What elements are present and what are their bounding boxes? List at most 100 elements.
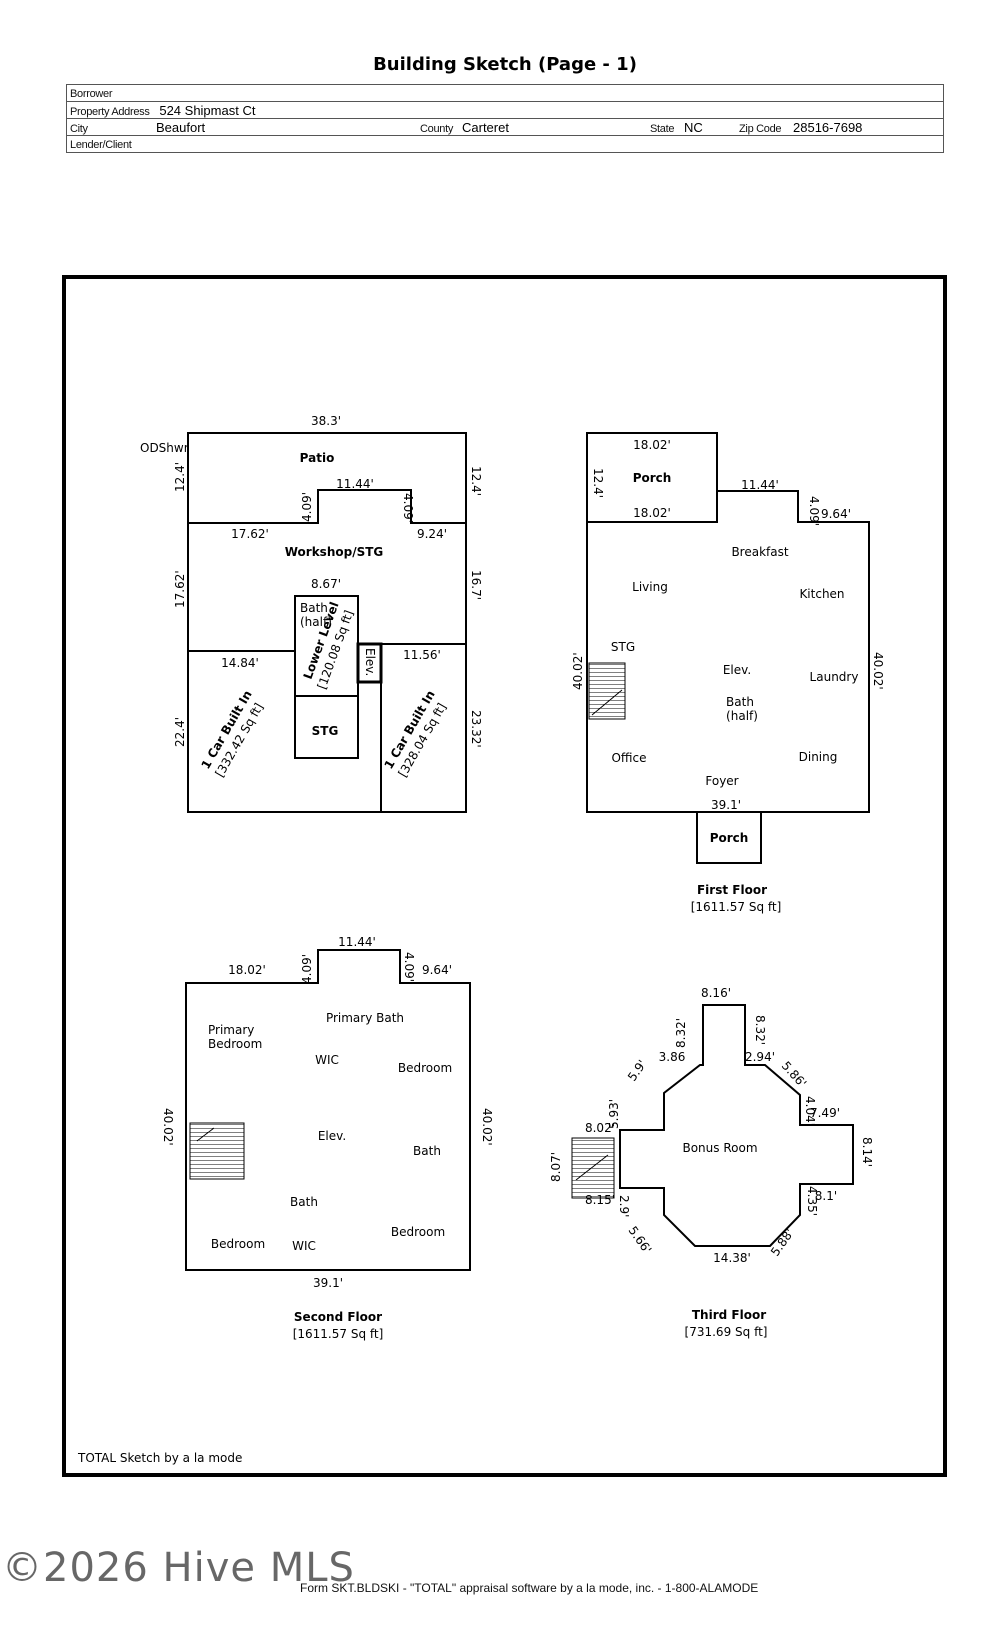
address-row: Property Address 524 Shipmast Ct	[66, 101, 944, 119]
dim-lower-patio-right: 12.4'	[469, 466, 483, 496]
dim-lower-patio-left: 12.4'	[173, 462, 187, 492]
workshop-label: Workshop/STG	[285, 545, 384, 559]
dim-first-bump-right: 4.09'	[807, 496, 821, 526]
dim-first-porch-top: 18.02'	[633, 438, 671, 452]
lender-row: Lender/Client	[66, 135, 944, 153]
primary-bedroom-label-1: Primary	[208, 1023, 254, 1037]
first-floor-area: [1611.57 Sq ft]	[691, 900, 782, 914]
dim-third-left-short-b: 2.9'	[617, 1195, 631, 1217]
third-stairs	[571, 1137, 615, 1199]
dim-lower-workshop-right: 16.7'	[469, 570, 483, 600]
second-floor-title: Second Floor	[294, 1310, 382, 1324]
dim-third-right-side: 8.14'	[860, 1137, 874, 1167]
first-bath-label-1: Bath	[726, 695, 754, 709]
dim-lower-left-seg: 17.62'	[231, 527, 269, 541]
odshwr-label: ODShwr	[140, 441, 189, 455]
bonus-room-label: Bonus Room	[682, 1141, 757, 1155]
sketch-frame	[62, 275, 947, 1477]
lower-level-plan	[187, 432, 467, 813]
city-value: Beaufort	[156, 119, 206, 135]
sketch-credit: TOTAL Sketch by a la mode	[77, 1451, 242, 1465]
first-stairs-arrow	[591, 689, 623, 716]
dim-first-porch-bottom: 18.02'	[633, 506, 671, 520]
dim-first-right-seg: 9.64'	[821, 507, 851, 521]
third-stairs-arrow	[575, 1154, 609, 1181]
wic-label-2: WIC	[292, 1239, 316, 1253]
third-floor-plan	[571, 1004, 854, 1247]
first-bath-label-2: (half)	[726, 709, 758, 723]
lower-stg-label: STG	[312, 724, 339, 738]
wic-label-1: WIC	[315, 1053, 339, 1067]
dim-lower-garage-left-top: 14.84'	[221, 656, 259, 670]
dim-second-bump-width: 11.44'	[338, 935, 376, 949]
first-stairs	[588, 662, 626, 720]
third-floor-area: [731.69 Sq ft]	[685, 1325, 768, 1339]
property-address-label: Property Address	[70, 105, 150, 118]
kitchen-label: Kitchen	[799, 587, 844, 601]
borrower-label: Borrower	[70, 88, 113, 100]
dim-third-left-vert: 8.32'	[674, 1018, 688, 1048]
dim-third-left-horiz-b: 8.15'	[585, 1193, 615, 1207]
lower-elev-label: Elev.	[363, 648, 377, 676]
dim-lower-bump-left: 4.09'	[300, 492, 314, 522]
bath-half-label-1: Bath	[300, 601, 328, 615]
dim-third-left-horiz: 8.02'	[585, 1121, 615, 1135]
second-bath-label-2: Bath	[290, 1195, 318, 1209]
county-value: Carteret	[462, 119, 509, 135]
property-info-table: Borrower Property Address 524 Shipmast C…	[66, 84, 944, 153]
dim-lower-top: 38.3'	[311, 414, 341, 428]
porch-bottom-label: Porch	[710, 831, 749, 845]
bedroom-label-3: Bedroom	[391, 1225, 445, 1239]
dim-first-left-side: 40.02'	[571, 652, 585, 690]
dim-first-porch-left: 12.4'	[591, 468, 605, 498]
second-bath-label-1: Bath	[413, 1144, 441, 1158]
dim-second-left-seg: 18.02'	[228, 963, 266, 977]
patio-label: Patio	[300, 451, 335, 465]
first-floor-plan	[586, 432, 870, 864]
first-floor-outline	[586, 490, 870, 813]
dim-third-left-side: 8.07'	[549, 1152, 563, 1182]
bedroom-label-1: Bedroom	[398, 1061, 452, 1075]
lender-label: Lender/Client	[70, 139, 132, 151]
first-elev-label: Elev.	[723, 663, 751, 677]
bedroom-label-2: Bedroom	[211, 1237, 265, 1251]
porch-bottom-outline	[696, 811, 762, 864]
property-address-value: 524 Shipmast Ct	[159, 102, 256, 118]
dining-label: Dining	[799, 750, 838, 764]
first-floor-labels: Porch Breakfast Living Kitchen STG Elev.…	[571, 438, 885, 914]
second-stairs	[189, 1122, 245, 1180]
third-floor-outline	[619, 1004, 854, 1247]
dim-first-bump-width: 11.44'	[741, 478, 779, 492]
dim-third-left-step: 3.86	[659, 1050, 686, 1064]
dim-third-bottom: 14.38'	[713, 1251, 751, 1265]
dim-second-left-side: 40.02'	[161, 1108, 175, 1146]
third-floor-title: Third Floor	[692, 1308, 766, 1322]
dim-third-right-horiz: 7.49'	[810, 1106, 840, 1120]
dim-first-right-side: 40.02'	[871, 652, 885, 690]
dim-lower-bath-width: 8.67'	[311, 577, 341, 591]
city-label: City	[70, 122, 88, 135]
dim-lower-bump-width: 11.44'	[336, 477, 374, 491]
county-label: County	[420, 122, 454, 135]
second-floor-outline	[185, 949, 471, 1271]
dim-lower-bump-right: 4.09'	[401, 493, 415, 523]
living-label: Living	[632, 580, 668, 594]
dim-first-bottom: 39.1'	[711, 798, 741, 812]
dim-lower-right-seg: 9.24'	[417, 527, 447, 541]
breakfast-label: Breakfast	[731, 545, 788, 559]
state-value: NC	[684, 119, 703, 135]
dim-third-diag-ur: 5.86'	[779, 1059, 809, 1091]
dim-third-diag-ll: 5.66'	[626, 1224, 655, 1257]
footer-text: Form SKT.BLDSKI - "TOTAL" appraisal soft…	[300, 1581, 759, 1595]
page-title: Building Sketch (Page - 1)	[373, 54, 637, 75]
dim-lower-garage-left: 22.4'	[173, 717, 187, 747]
first-floor-title: First Floor	[697, 883, 767, 897]
dim-third-left-short: 5.93'	[607, 1099, 621, 1129]
watermark: ©2026 Hive MLS	[2, 1545, 355, 1591]
dim-second-right-seg: 9.64'	[422, 963, 452, 977]
second-stairs-arrow	[196, 1127, 215, 1142]
second-floor-labels: Primary Bath Primary Bedroom WIC Bedroom…	[161, 935, 494, 1341]
elev-box	[356, 642, 383, 684]
foyer-label: Foyer	[705, 774, 738, 788]
